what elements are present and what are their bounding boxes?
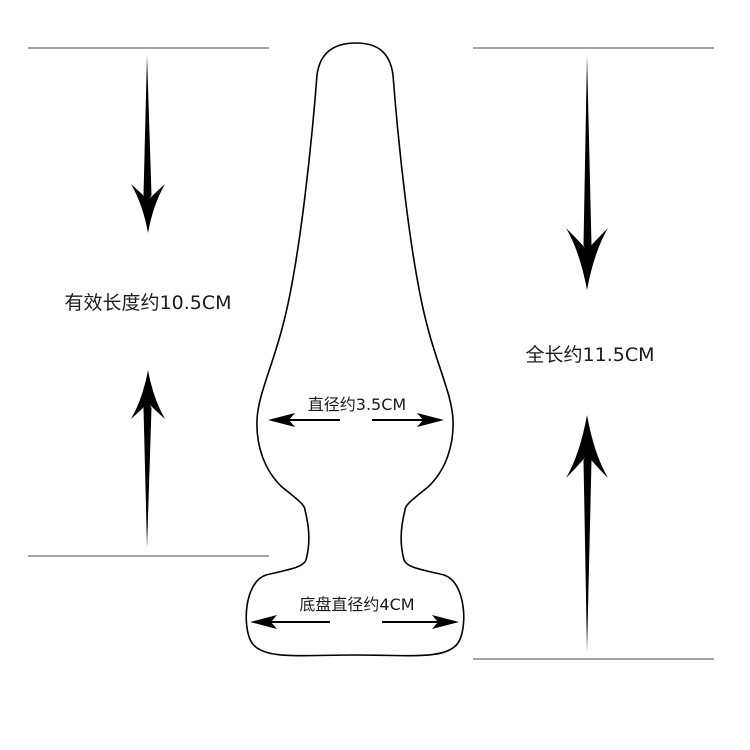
effective-length-label: 有效长度约10.5CM bbox=[65, 292, 232, 314]
right-down-arrow bbox=[566, 55, 608, 290]
left-up-arrow bbox=[131, 370, 165, 548]
base-diameter-label: 底盘直径约4CM bbox=[299, 595, 414, 614]
base-diameter-double-arrow bbox=[250, 615, 459, 629]
total-length-label: 全长约11.5CM bbox=[526, 344, 655, 366]
right-up-arrow bbox=[566, 415, 608, 652]
left-down-arrow bbox=[131, 55, 165, 233]
diameter-label: 直径约3.5CM bbox=[308, 395, 406, 414]
product-outline bbox=[245, 42, 465, 657]
diameter-double-arrow bbox=[268, 413, 444, 427]
